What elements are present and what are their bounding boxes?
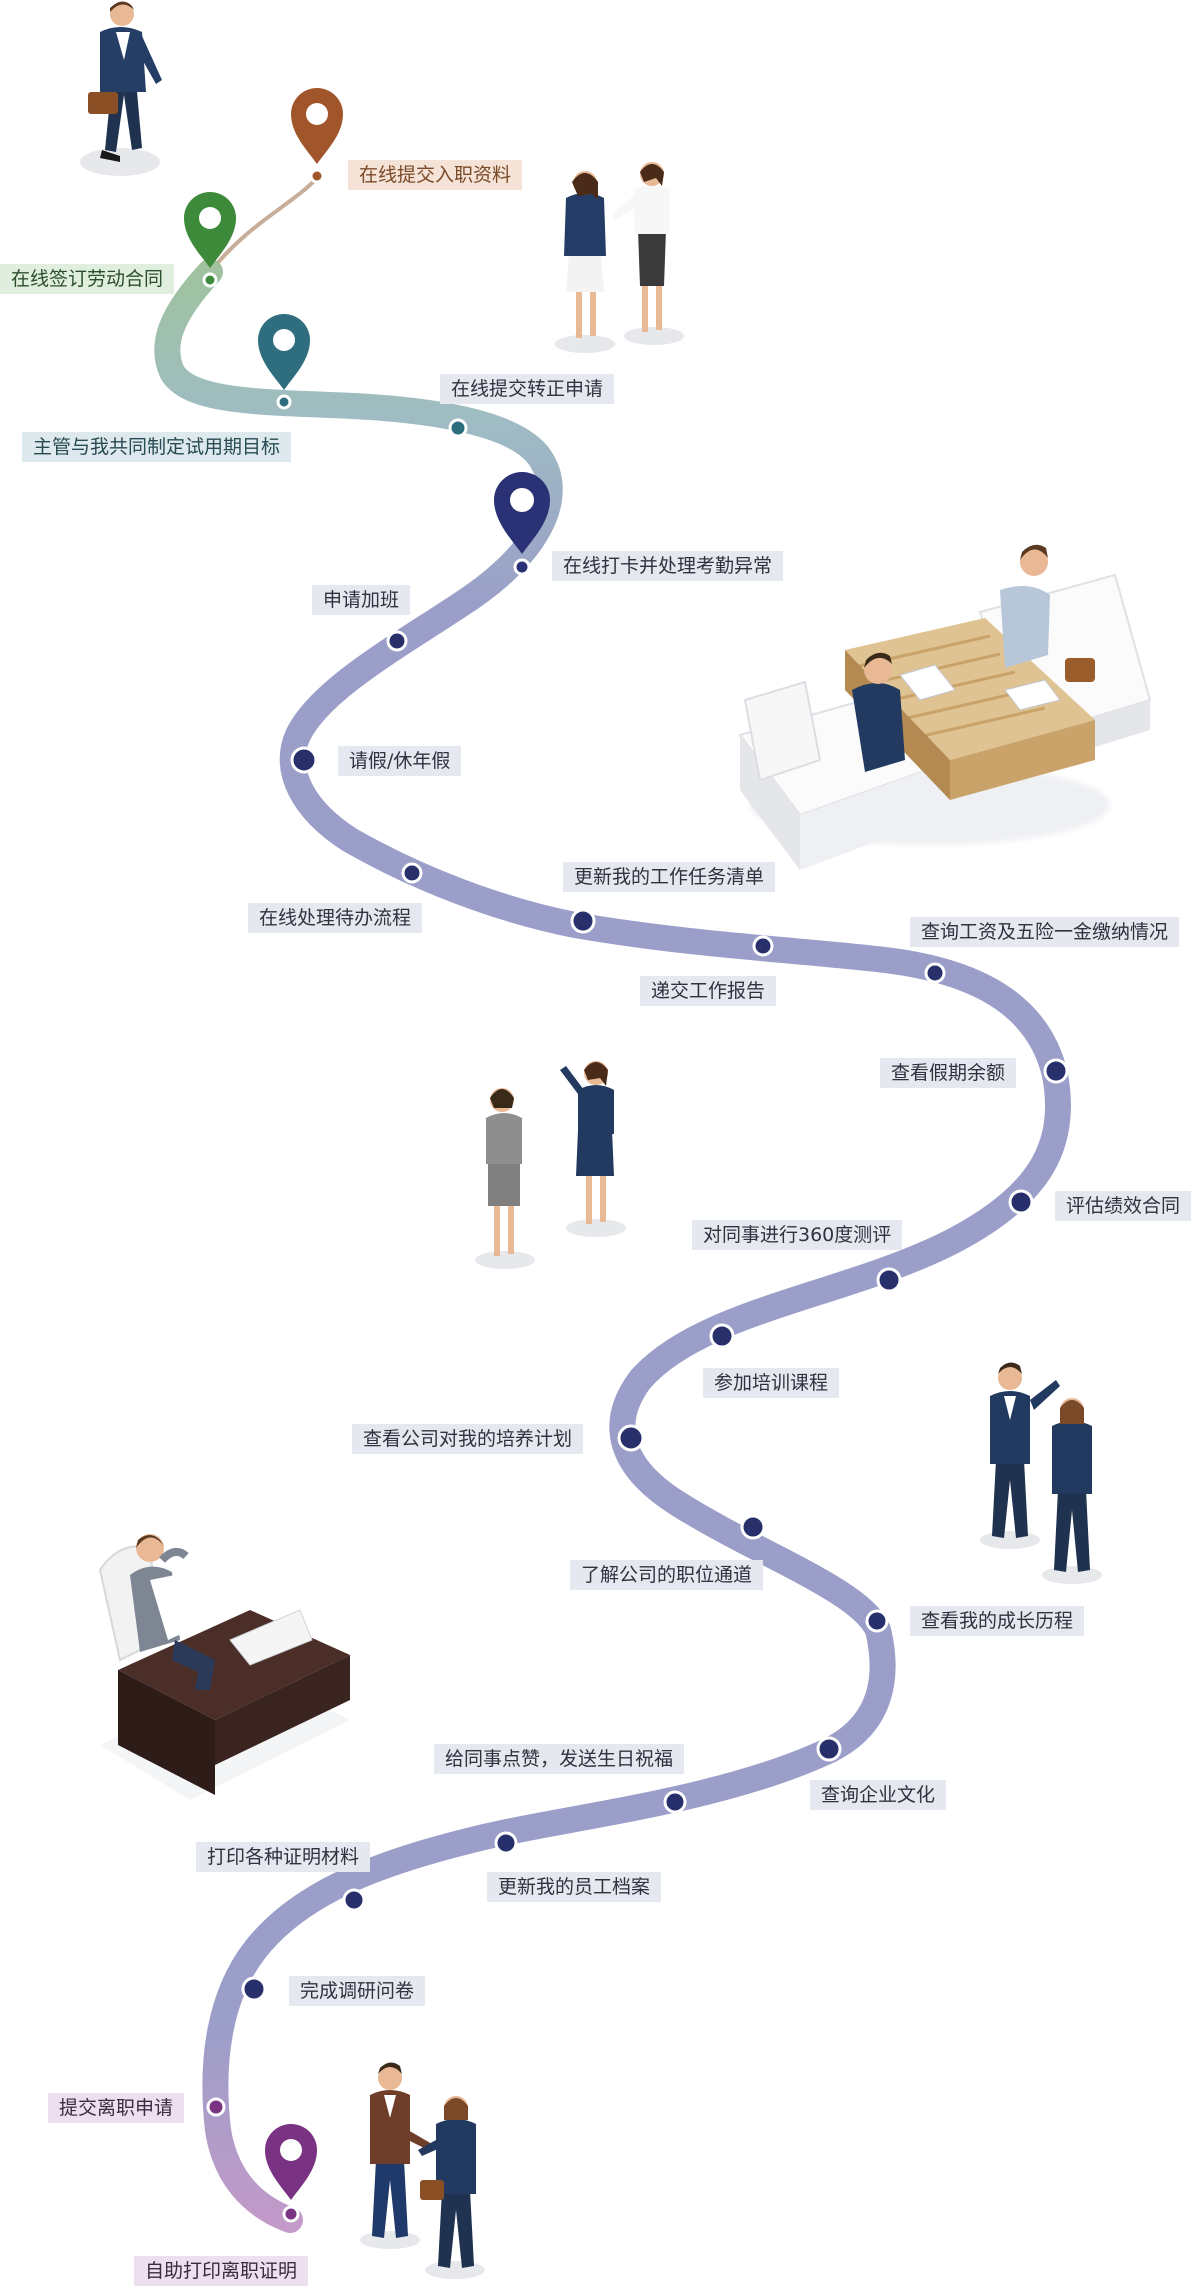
step-label-leaving-certificate: 自助打印离职证明	[134, 2256, 309, 2286]
step-dot	[290, 746, 318, 774]
step-dot	[570, 908, 596, 934]
step-dot	[241, 1976, 267, 2002]
step-label-submit-onboarding: 在线提交入职资料	[348, 160, 523, 190]
step-label-likes-birthday: 给同事点赞，发送生日祝福	[434, 1744, 685, 1774]
start-trail	[208, 176, 319, 274]
step-dot	[494, 1831, 518, 1855]
step-label-development-plan: 查看公司对我的培养计划	[352, 1424, 584, 1454]
step-label-work-report: 递交工作报告	[640, 976, 777, 1006]
step-dot	[752, 935, 774, 957]
step-label-clock-in: 在线打卡并处理考勤异常	[552, 551, 784, 581]
step-dot	[709, 1323, 735, 1349]
step-label-peer-review: 对同事进行360度测评	[692, 1220, 903, 1250]
office-meeting-illustration	[738, 544, 1152, 870]
location-pin-icon	[494, 472, 550, 576]
step-label-training: 参加培训课程	[703, 1368, 840, 1398]
location-pin-icon	[258, 314, 310, 410]
step-dot	[663, 1790, 687, 1814]
step-dot	[740, 1514, 766, 1540]
step-label-leave-balance: 查看假期余额	[880, 1058, 1017, 1088]
step-label-pending-flows: 在线处理待办流程	[248, 903, 423, 933]
step-label-submit-regularization: 在线提交转正申请	[440, 374, 615, 404]
relaxing-man-desk-illustration	[98, 1534, 350, 1800]
step-dot	[1008, 1189, 1034, 1215]
step-label-set-probation-goals: 主管与我共同制定试用期目标	[22, 432, 292, 462]
step-label-performance-contract: 评估绩效合同	[1055, 1191, 1192, 1221]
step-dot	[342, 1888, 366, 1912]
step-dot	[1043, 1058, 1069, 1084]
step-label-employee-file: 更新我的员工档案	[487, 1872, 662, 1902]
step-label-salary-insurance: 查询工资及五险一金缴纳情况	[910, 917, 1180, 947]
step-dot	[816, 1736, 842, 1762]
step-label-growth-history: 查看我的成长历程	[910, 1606, 1085, 1636]
step-label-certificates: 打印各种证明材料	[196, 1842, 371, 1872]
step-dot	[876, 1267, 902, 1293]
step-dot	[206, 2097, 226, 2117]
step-dot	[617, 1424, 645, 1452]
step-label-career-path: 了解公司的职位通道	[570, 1560, 764, 1590]
step-label-leave: 请假/休年假	[338, 746, 462, 776]
location-pin-icon	[184, 192, 236, 288]
handshake-illustration	[360, 2062, 485, 2279]
step-label-culture: 查询企业文化	[810, 1780, 947, 1810]
location-pin-icon	[265, 2124, 317, 2223]
step-dot	[448, 418, 468, 438]
step-dot	[386, 630, 408, 652]
step-label-sign-contract: 在线签订劳动合同	[0, 264, 175, 294]
step-dot	[924, 962, 946, 984]
step-label-overtime: 申请加班	[312, 585, 411, 615]
colleagues-conversation-illustration	[475, 1061, 626, 1269]
step-label-resignation: 提交离职申请	[48, 2093, 185, 2123]
step-dots	[206, 418, 1069, 2117]
two-women-talking-illustration	[555, 162, 684, 353]
location-pin-icon	[291, 88, 343, 184]
walking-businessman-illustration	[80, 1, 162, 176]
step-dot	[401, 862, 423, 884]
businessmen-discussing-illustration	[980, 1362, 1102, 1584]
step-label-task-list: 更新我的工作任务清单	[563, 862, 776, 892]
step-dot	[865, 1609, 889, 1633]
step-label-survey: 完成调研问卷	[289, 1976, 426, 2006]
